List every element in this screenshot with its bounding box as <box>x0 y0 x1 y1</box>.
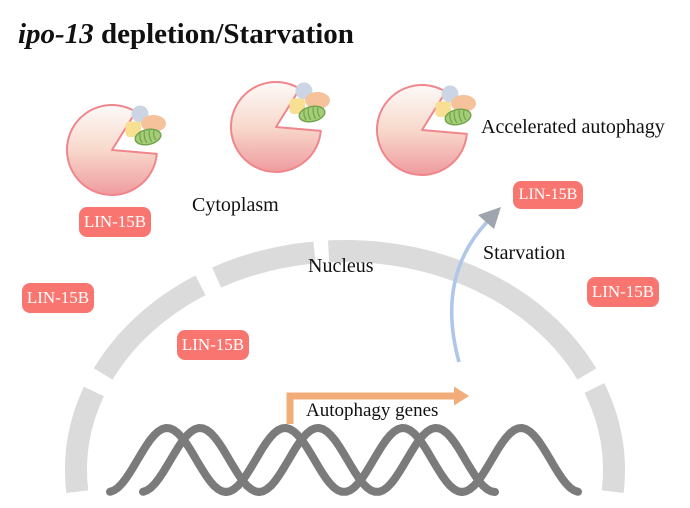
autolysosome-icon <box>375 83 477 176</box>
diagram-title: ipo-13 depletion/Starvation <box>18 18 354 51</box>
gene-name: ipo-13 <box>18 18 94 50</box>
dna-strand-a <box>106 424 582 496</box>
lin15b-badge: LIN-15B <box>22 283 94 313</box>
starvation-label: Starvation <box>483 242 566 264</box>
lin15b-badge: LIN-15B <box>79 207 151 237</box>
lin15b-badge: LIN-15B <box>513 181 583 209</box>
transcription-arrow <box>286 386 469 424</box>
nuclear-envelope-arc <box>64 240 626 494</box>
autolysosome-icon <box>229 80 331 173</box>
dna-helix-icon <box>106 424 582 496</box>
autolysosome-icon <box>65 103 167 196</box>
dna-strand-b <box>139 424 499 496</box>
starvation-arrow <box>449 207 501 363</box>
lin15b-badge: LIN-15B <box>587 277 659 307</box>
title-rest: depletion/Starvation <box>93 18 354 50</box>
autophagy-genes-label: Autophagy genes <box>306 400 439 421</box>
accelerated-autophagy-label: Accelerated autophagy <box>481 116 665 138</box>
cytoplasm-label: Cytoplasm <box>192 194 279 216</box>
lin15b-badge: LIN-15B <box>177 330 249 360</box>
nucleus-label: Nucleus <box>308 255 374 277</box>
